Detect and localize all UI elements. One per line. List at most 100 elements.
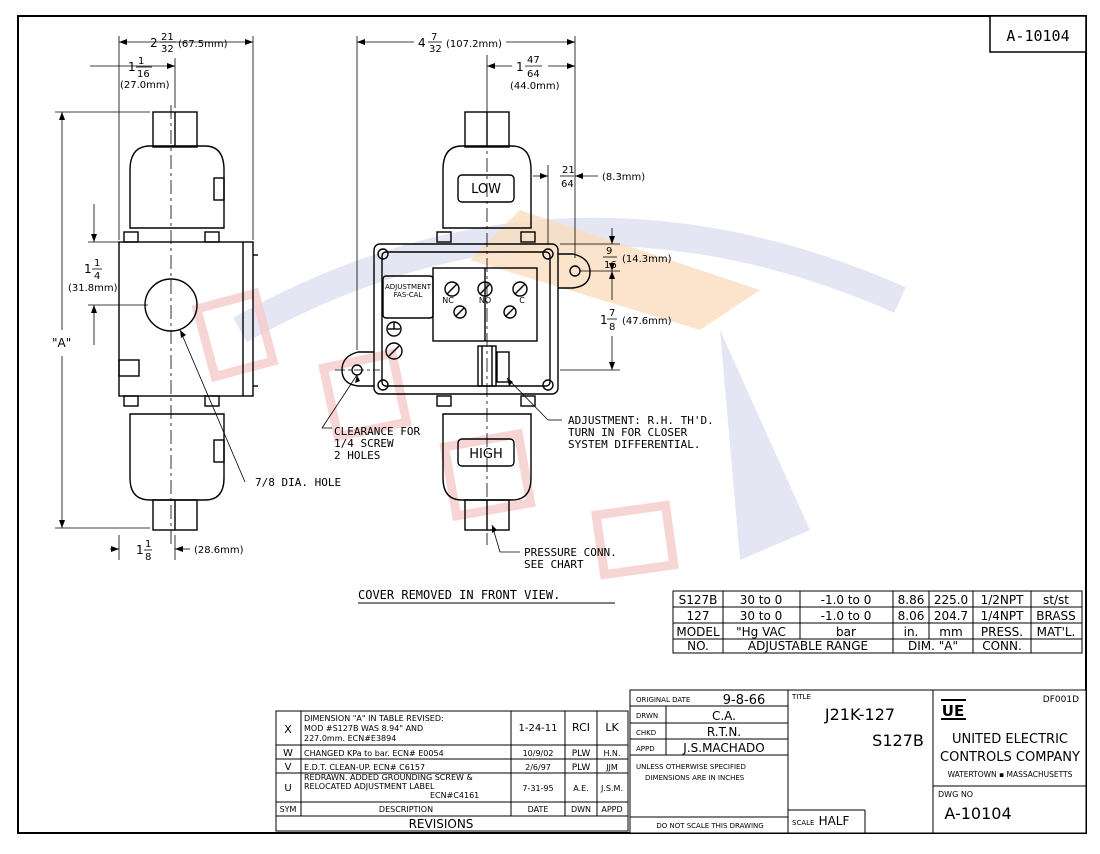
- sheet-border: [17, 15, 1087, 834]
- original-date-value: 9-8-66: [723, 693, 765, 708]
- revision-appd: LK: [605, 721, 619, 734]
- svg-text:SEE CHART: SEE CHART: [524, 558, 584, 571]
- table-cell: 204.7: [934, 609, 968, 623]
- table-cell: 8.06: [898, 609, 925, 623]
- table-cell: CONN.: [982, 639, 1022, 653]
- revision-date: 7-31-95: [522, 784, 553, 793]
- revision-desc: RELOCATED ADJUSTMENT LABEL: [304, 782, 435, 791]
- revision-sym: X: [284, 723, 292, 736]
- title-block: [629, 689, 1087, 834]
- side-view-dimension-arrows: [59, 39, 253, 552]
- adjustment-tag-line-1: ADJUSTMENT: [385, 283, 432, 291]
- svg-text:64: 64: [561, 179, 574, 190]
- drawing-number-box: A-10104: [989, 15, 1087, 53]
- dim-front-width: 4 7 32 (107.2mm): [418, 32, 502, 55]
- svg-text:32: 32: [161, 44, 174, 55]
- table-cell: 8.86: [898, 593, 925, 607]
- adjustment-note: ADJUSTMENT: R.H. TH'D. TURN IN FOR CLOSE…: [568, 414, 714, 451]
- revisions-header-cell: DWN: [571, 805, 591, 814]
- svg-text:1: 1: [136, 543, 144, 557]
- revisions-table: [275, 710, 629, 832]
- revision-appd: JJM: [605, 763, 618, 772]
- front-view-dimension-lines: [321, 36, 620, 553]
- revision-desc: REDRAWN. ADDED GROUNDING SCREW &: [304, 773, 473, 782]
- revisions-header-cell: DATE: [528, 805, 549, 814]
- dim-a-label: "A": [52, 336, 71, 350]
- title-line-2: S127B: [872, 731, 924, 750]
- svg-text:4: 4: [418, 36, 426, 50]
- drwn-value: C.A.: [712, 709, 736, 723]
- svg-text:16: 16: [137, 69, 150, 80]
- model-table-text: S127B 30 to 0 -1.0 to 0 8.86 225.0 1/2NP…: [676, 593, 1075, 653]
- svg-text:16: 16: [604, 260, 617, 271]
- revision-date: 10/9/02: [523, 749, 554, 758]
- terminal-no-label: NO: [479, 296, 491, 305]
- svg-text:1: 1: [516, 60, 524, 74]
- dim-hole-offset: 1 1 4 (31.8mm): [68, 258, 118, 294]
- table-cell: MAT'L.: [1037, 625, 1076, 639]
- table-cell: 1/2NPT: [981, 593, 1025, 607]
- svg-text:(44.0mm): (44.0mm): [510, 81, 560, 92]
- svg-text:SYSTEM DIFFERENTIAL.: SYSTEM DIFFERENTIAL.: [568, 438, 700, 451]
- svg-text:21: 21: [562, 165, 575, 176]
- table-cell: -1.0 to 0: [821, 593, 872, 607]
- dim-bottom-offset: 1 1 8 (28.6mm): [136, 539, 244, 563]
- svg-text:64: 64: [527, 69, 540, 80]
- revision-desc: ECN#C4161: [430, 791, 479, 800]
- view-caption: COVER REMOVED IN FRONT VIEW.: [358, 588, 560, 602]
- model-table: [672, 590, 1083, 654]
- scale-label: SCALE: [792, 819, 814, 827]
- table-cell: 127: [687, 609, 710, 623]
- title-line-1: J21K-127: [824, 705, 895, 724]
- table-cell: 225.0: [934, 593, 968, 607]
- low-port-label: LOW: [471, 182, 501, 197]
- revisions-header-cell: APPD: [601, 805, 622, 814]
- revision-desc: 227.0mm. ECN#E3894: [304, 734, 396, 743]
- table-cell: BRASS: [1036, 609, 1076, 623]
- table-cell: PRESS.: [981, 625, 1023, 639]
- company-name-2: CONTROLS COMPANY: [940, 750, 1080, 765]
- table-cell: 30 to 0: [740, 593, 783, 607]
- company-code: DF001D: [1043, 695, 1079, 705]
- svg-text:(8.3mm): (8.3mm): [602, 172, 645, 183]
- company-location: WATERTOWN ▪ MASSACHUSETTS: [948, 770, 1073, 779]
- table-cell: bar: [836, 625, 856, 639]
- drwn-label: DRWN: [636, 712, 658, 720]
- appd-label: APPD: [636, 745, 655, 753]
- svg-text:PRESSURE CONN.: PRESSURE CONN.: [524, 546, 617, 559]
- dim-front-small: 21 64 (8.3mm): [560, 165, 645, 190]
- svg-text:UE: UE: [942, 702, 964, 720]
- revisions-header-cell: DESCRIPTION: [379, 805, 433, 814]
- unless-note-1: UNLESS OTHERWISE SPECIFIED: [636, 763, 746, 771]
- revision-sym: W: [283, 748, 293, 759]
- svg-text:7: 7: [431, 32, 437, 43]
- svg-text:32: 32: [429, 44, 442, 55]
- table-cell: MODEL: [676, 625, 720, 639]
- chkd-label: CHKD: [636, 729, 656, 737]
- svg-text:7: 7: [609, 308, 615, 319]
- company-name-1: UNITED ELECTRIC: [952, 732, 1068, 747]
- svg-text:21: 21: [161, 32, 174, 43]
- table-cell: 30 to 0: [740, 609, 783, 623]
- dim-front-ear: 9 16 (14.3mm): [603, 246, 672, 271]
- svg-text:(67.5mm): (67.5mm): [178, 39, 228, 50]
- drawing-number-top: A-10104: [1006, 27, 1069, 45]
- watermark-graphic: [191, 210, 906, 580]
- unless-note-2: DIMENSIONS ARE IN INCHES: [645, 774, 745, 782]
- terminal-c-label: C: [519, 296, 525, 305]
- svg-text:1: 1: [600, 313, 608, 327]
- svg-text:1: 1: [138, 56, 144, 67]
- svg-text:1: 1: [145, 539, 151, 550]
- clearance-note: CLEARANCE FOR 1/4 SCREW 2 HOLES: [334, 425, 420, 462]
- title-block-text: ORIGINAL DATE 9-8-66 DRWN C.A. CHKD R.T.…: [636, 693, 1080, 830]
- revision-desc: CHANGED KPa to bar. ECN# E0054: [304, 749, 444, 758]
- title-label: TITLE: [791, 693, 811, 701]
- table-cell: 1/4NPT: [981, 609, 1025, 623]
- svg-text:1: 1: [94, 258, 100, 269]
- dwg-no-value: A-10104: [944, 804, 1011, 823]
- revision-date: 2/6/97: [525, 763, 551, 772]
- svg-text:(27.0mm): (27.0mm): [120, 80, 170, 91]
- scale-value: HALF: [819, 814, 850, 828]
